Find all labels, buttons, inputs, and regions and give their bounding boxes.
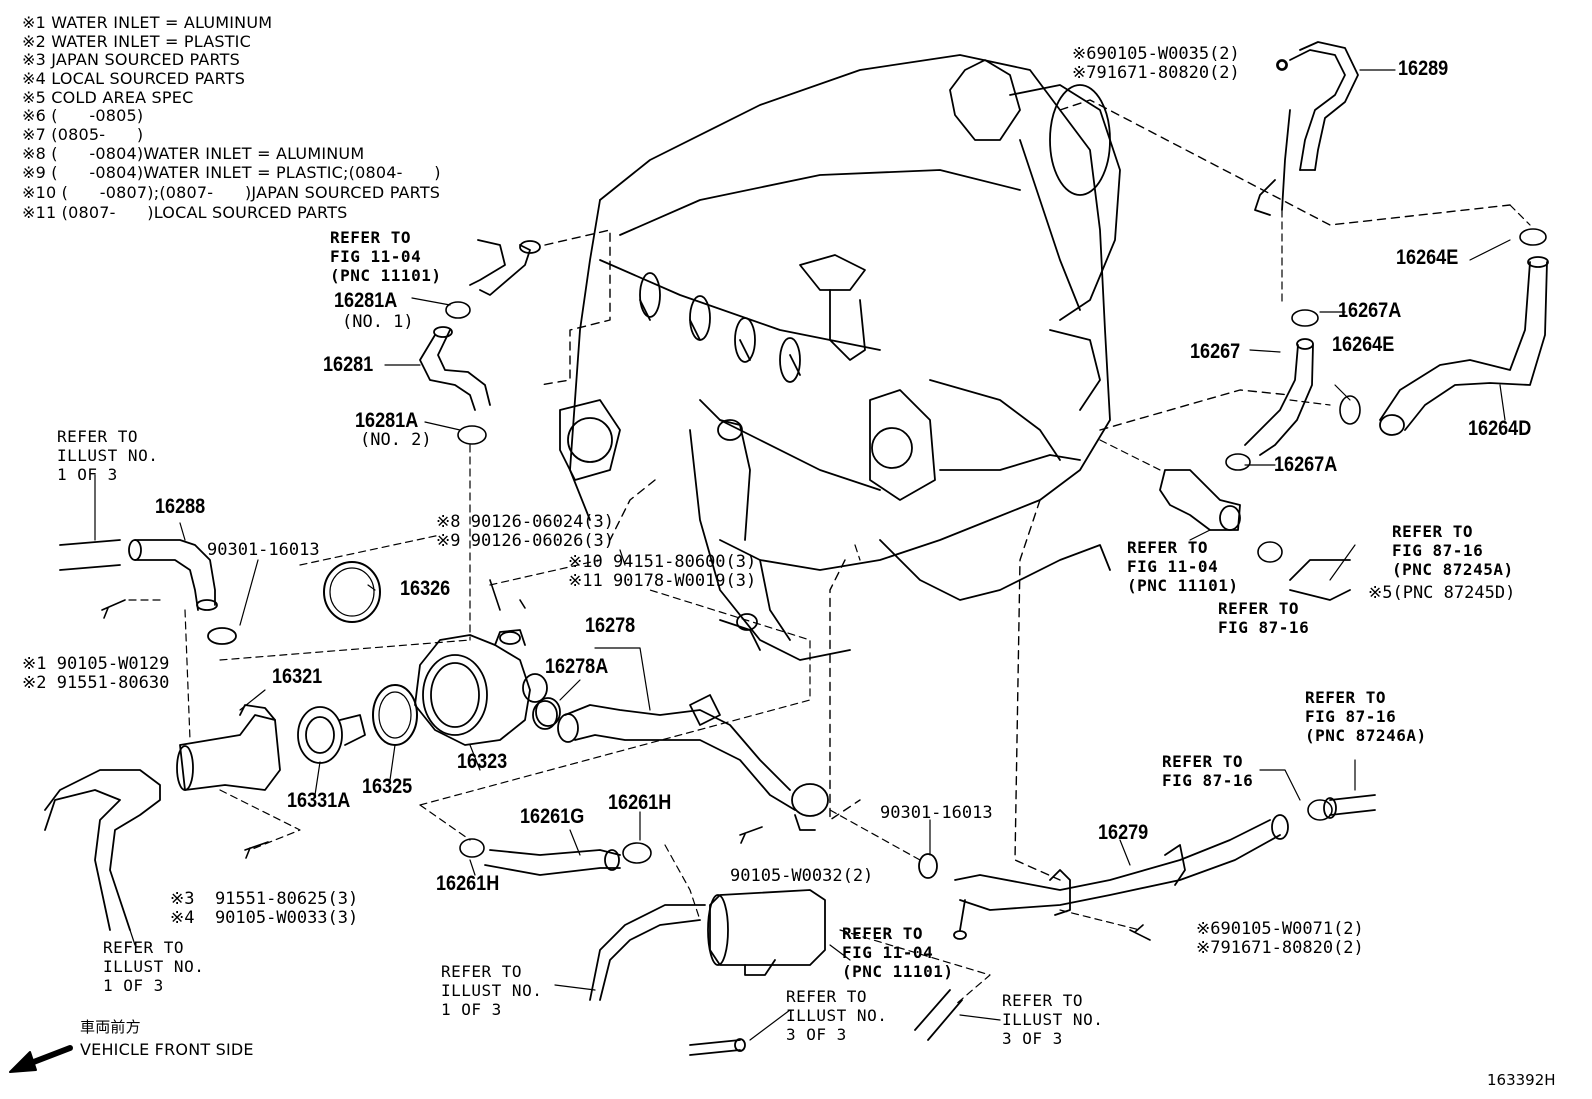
- refer-to-fig-87-16[interactable]: REFER TO FIG 87-16 (PNC 87245A): [1392, 522, 1514, 579]
- footnote-4: ※4 LOCAL SOURCED PARTS: [22, 69, 246, 88]
- vehicle-front-side-label: VEHICLE FRONT SIDE: [80, 1040, 254, 1059]
- fastener-label[interactable]: ※690105-W0071(2): [1196, 919, 1364, 939]
- fastener-label[interactable]: ※690105-W0035(2): [1072, 44, 1240, 64]
- hose-16264D: [1379, 256, 1549, 436]
- part-number-16326[interactable]: 16326: [400, 577, 451, 600]
- refer-to-illust-1[interactable]: REFER TO ILLUST NO. 1 OF 3: [441, 962, 543, 1019]
- part-number-16267[interactable]: 16267: [1190, 340, 1241, 363]
- part-number-16267A[interactable]: 16267A: [1338, 299, 1402, 322]
- water-inlet-16321: [176, 704, 281, 791]
- part-number-16264D[interactable]: 16264D: [1468, 417, 1532, 440]
- footnote-7: ※7 (0805- ): [22, 125, 144, 144]
- part-number-16264E[interactable]: 16264E: [1396, 246, 1459, 269]
- footnote-1: ※1 WATER INLET = ALUMINUM: [22, 13, 273, 32]
- fastener-label[interactable]: ※11 90178-W0019(3): [568, 571, 757, 591]
- part-number-16325[interactable]: 16325: [362, 775, 413, 798]
- water-pipe-right: [1159, 469, 1241, 531]
- part-number-16261H[interactable]: 16261H: [608, 791, 672, 814]
- pipe-16288: [59, 539, 237, 645]
- thermostat-16331A: [297, 706, 366, 764]
- pipe-16279: [918, 814, 1289, 940]
- part-sublabel-no2: (NO. 2): [360, 430, 432, 450]
- gasket-16326: [323, 561, 381, 623]
- part-number-16261H[interactable]: 16261H: [436, 872, 500, 895]
- hose-16267: [1244, 338, 1314, 456]
- part-number-16321[interactable]: 16321: [272, 665, 323, 688]
- hose-16261G: [484, 849, 621, 876]
- refer-to-illust-1[interactable]: REFER TO ILLUST NO. 1 OF 3: [57, 427, 159, 484]
- engine-block: [559, 54, 1111, 661]
- refer-to-fig-11-04[interactable]: REFER TO FIG 11-04 (PNC 11101): [1127, 538, 1239, 595]
- radiator-hose-left: [44, 769, 161, 931]
- vehicle-front-side-jp: 車両前方: [80, 1018, 141, 1036]
- refer-to-fig-87-16[interactable]: REFER TO FIG 87-16 (PNC 87246A): [1305, 688, 1427, 745]
- hose-clamps: [445, 228, 1547, 864]
- footnote-3: ※3 JAPAN SOURCED PARTS: [22, 50, 241, 69]
- fastener-label[interactable]: ※5(PNC 87245D): [1368, 583, 1516, 603]
- part-number-16331A[interactable]: 16331A: [287, 789, 351, 812]
- fastener-label[interactable]: ※1 90105-W0129: [22, 654, 170, 674]
- part-number-16278A[interactable]: 16278A: [545, 655, 609, 678]
- fastener-label[interactable]: 90301-16013: [207, 540, 320, 560]
- refer-to-fig-87-16[interactable]: REFER TO FIG 87-16: [1218, 599, 1310, 637]
- fastener-label[interactable]: ※8 90126-06024(3): [436, 512, 615, 532]
- part-number-16261G[interactable]: 16261G: [520, 805, 585, 828]
- turbo-housing: [949, 59, 1121, 411]
- refer-to-illust-3[interactable]: REFER TO ILLUST NO. 3 OF 3: [1002, 991, 1104, 1048]
- footnote-10: ※10 ( -0807);(0807- )JAPAN SOURCED PARTS: [22, 183, 441, 202]
- fastener-label[interactable]: ※2 91551-80630: [22, 673, 170, 693]
- water-outlet-16323: [414, 629, 561, 746]
- hose-16281: [419, 239, 541, 411]
- refer-to-fig-11-04[interactable]: REFER TO FIG 11-04 (PNC 11101): [842, 924, 954, 981]
- footnote-6: ※6 ( -0805): [22, 106, 144, 125]
- refer-to-fig-87-16[interactable]: REFER TO FIG 87-16: [1162, 752, 1254, 790]
- fastener-label[interactable]: ※9 90126-06026(3): [436, 531, 615, 551]
- fastener-label[interactable]: ※4 90105-W0033(3): [170, 908, 359, 928]
- refer-to-illust-3[interactable]: REFER TO ILLUST NO. 3 OF 3: [786, 987, 888, 1044]
- footnote-2: ※2 WATER INLET = PLASTIC: [22, 32, 251, 51]
- fastener-label[interactable]: 90105-W0032(2): [730, 866, 874, 886]
- part-number-16264E[interactable]: 16264E: [1332, 333, 1395, 356]
- part-sublabel-no1: (NO. 1): [342, 312, 414, 332]
- part-number-16281A[interactable]: 16281A: [334, 289, 398, 312]
- fastener-label[interactable]: ※791671-80820(2): [1196, 938, 1364, 958]
- part-number-16288[interactable]: 16288: [155, 495, 206, 518]
- part-number-16323[interactable]: 16323: [457, 750, 508, 773]
- leader-lines: [94, 69, 1511, 1041]
- fastener-label[interactable]: ※3 91551-80625(3): [170, 889, 359, 909]
- hose-16289: [1254, 41, 1359, 216]
- engine-dashed-outline: [539, 99, 1511, 881]
- footnote-9: ※9 ( -0804)WATER INLET = PLASTIC;(0804- …: [22, 163, 441, 182]
- lower-hoses: [589, 559, 1376, 1056]
- fastener-label[interactable]: 90301-16013: [880, 803, 993, 823]
- part-number-16281[interactable]: 16281: [323, 353, 374, 376]
- part-number-16278[interactable]: 16278: [585, 614, 636, 637]
- refer-to-illust-1[interactable]: REFER TO ILLUST NO. 1 OF 3: [103, 938, 205, 995]
- footnote-8: ※8 ( -0804)WATER INLET = ALUMINUM: [22, 144, 365, 163]
- bolts: [101, 60, 1287, 941]
- refer-to-fig-11-04[interactable]: REFER TO FIG 11-04 (PNC 11101): [330, 228, 442, 285]
- fastener-label[interactable]: ※10 94151-80600(3): [568, 552, 757, 572]
- part-number-16279[interactable]: 16279: [1098, 821, 1149, 844]
- part-number-16289[interactable]: 16289: [1398, 57, 1449, 80]
- footnote-5: ※5 COLD AREA SPEC: [22, 88, 194, 107]
- part-number-16281A[interactable]: 16281A: [355, 409, 419, 432]
- part-number-16267A[interactable]: 16267A: [1274, 453, 1338, 476]
- dashed-guides: [124, 204, 1531, 1006]
- front-arrow-icon: [9, 1045, 73, 1073]
- diagram-code: 163392H: [1487, 1071, 1556, 1089]
- bypass-pipe-16278: [532, 694, 829, 831]
- footnote-11: ※11 (0807- )LOCAL SOURCED PARTS: [22, 203, 348, 222]
- fastener-label[interactable]: ※791671-80820(2): [1072, 63, 1240, 83]
